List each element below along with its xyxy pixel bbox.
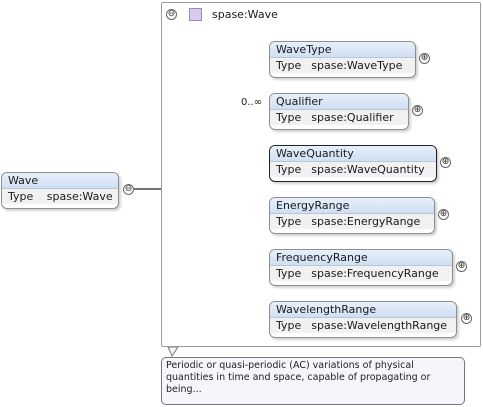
child-element-frequencyrange[interactable]: FrequencyRange Type spase:FrequencyRange: [269, 249, 453, 286]
child-name: EnergyRange: [270, 198, 434, 214]
expand-icon[interactable]: ⊕: [456, 261, 467, 272]
expand-icon[interactable]: ⊕: [461, 313, 472, 324]
expand-icon[interactable]: ⊕: [412, 105, 423, 116]
child-type-value: spase:WaveType: [311, 59, 403, 72]
expand-icon[interactable]: ⊕: [419, 53, 430, 64]
child-name: FrequencyRange: [270, 250, 452, 266]
complex-type-icon: [189, 7, 202, 21]
child-type-label: Type: [276, 319, 302, 332]
child-name: WaveQuantity: [270, 146, 436, 162]
occurrence-label: 0..∞: [241, 97, 263, 108]
root-element-wave[interactable]: Wave Type spase:Wave: [1, 172, 119, 209]
root-type-label: Type: [8, 190, 34, 203]
group-title: spase:Wave: [212, 7, 278, 21]
child-element-energyrange[interactable]: EnergyRange Type spase:EnergyRange: [269, 197, 435, 234]
root-collapse-icon[interactable]: ⊖: [123, 184, 134, 195]
expand-icon[interactable]: ⊕: [438, 209, 449, 220]
root-element-name: Wave: [2, 173, 118, 189]
documentation-tooltip: Periodic or quasi-periodic (AC) variatio…: [161, 357, 465, 405]
root-type-value: spase:Wave: [46, 190, 113, 203]
child-type-value: spase:WavelengthRange: [311, 319, 448, 332]
child-element-qualifier[interactable]: Qualifier Type spase:Qualifier: [269, 93, 409, 130]
child-element-wavelengthrange[interactable]: WavelengthRange Type spase:WavelengthRang…: [269, 301, 457, 338]
child-type-value: spase:FrequencyRange: [311, 267, 439, 280]
child-element-wavequantity[interactable]: WaveQuantity Type spase:WaveQuantity: [269, 145, 437, 182]
child-type-label: Type: [276, 267, 302, 280]
child-type-value: spase:WaveQuantity: [311, 163, 425, 176]
child-type-label: Type: [276, 163, 302, 176]
child-name: WavelengthRange: [270, 302, 456, 318]
child-name: WaveType: [270, 42, 415, 58]
child-type-label: Type: [276, 59, 302, 72]
child-element-wavetype[interactable]: WaveType Type spase:WaveType: [269, 41, 416, 78]
child-type-value: spase:Qualifier: [311, 111, 394, 124]
child-name: Qualifier: [270, 94, 408, 110]
child-type-label: Type: [276, 111, 302, 124]
group-collapse-icon[interactable]: ⊖: [166, 8, 177, 20]
child-type-value: spase:EnergyRange: [311, 215, 421, 228]
expand-icon[interactable]: ⊕: [440, 157, 451, 168]
child-type-label: Type: [276, 215, 302, 228]
